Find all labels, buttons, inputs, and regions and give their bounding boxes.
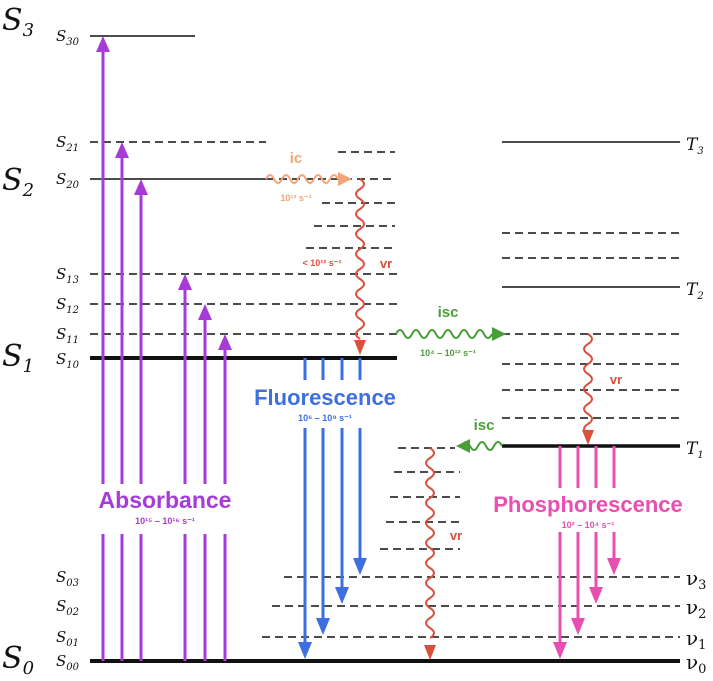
level-label-s30: S30 [56,27,80,48]
level-label-s13: S13 [56,265,79,286]
state-label-s1: S1 [2,339,34,377]
isc2-arrow: isc [456,417,503,453]
ic-label: ic [290,150,303,167]
absorbance-arrowhead [198,304,212,320]
fluorescence-arrowhead [298,642,312,659]
absorbance-arrowhead [96,36,110,52]
phosphorescence-arrowhead [589,587,603,604]
fluorescence-label-bg [250,380,402,428]
vr-t-wave [583,333,593,435]
level-label-t1: T1 [686,439,704,461]
ic-wave [265,174,339,184]
level-labels: S30 S21 S20 S13 S12 S11 S10 S03 S02 S01 … [56,27,706,677]
level-label-s11: S11 [56,325,79,346]
phosphorescence-arrowhead [607,558,621,575]
phosphorescence-label-bg [472,488,704,532]
level-label-v1: ν1 [686,626,706,653]
level-label-s10: S10 [56,350,80,371]
vr-s2-rate: < 10¹² s⁻¹ [302,258,341,268]
vr-t-arrowhead [582,430,594,445]
level-label-t3: T3 [686,135,704,157]
absorbance-arrowhead [115,142,129,158]
level-label-s00: S00 [56,652,80,673]
level-label-s01: S01 [56,628,79,649]
isc1-label: isc [438,304,459,321]
absorbance-arrowhead [134,179,148,195]
state-label-s3: S3 [2,3,34,41]
absorbance-arrowhead [218,334,232,350]
absorbance-label-bg [82,484,250,534]
state-labels: S3 S2 S1 S0 [2,3,34,679]
level-label-v3: ν3 [686,566,706,593]
phosphorescence-arrowhead [571,618,585,635]
vr-t-label: vr [610,372,622,387]
isc2-arrowhead [456,439,470,453]
absorbance-label: Absorbance [99,487,232,513]
isc1-arrow: isc 10⁴ – 10¹² s⁻¹ [395,304,506,358]
phosphorescence-rate: 10² – 10⁴ s⁻¹ [562,520,615,530]
state-label-s0: S0 [2,641,34,679]
phosphorescence-arrowhead [553,642,567,659]
vr-s0-label: vr [450,528,462,543]
vr-t-arrow: vr [582,333,622,445]
ic-arrowhead [338,172,352,186]
isc1-wave [395,329,493,339]
level-label-s12: S12 [56,295,79,316]
level-label-s21: S21 [56,133,79,154]
level-label-s02: S02 [56,597,79,618]
fluorescence-arrowhead [335,587,349,604]
phosphorescence-arrows [553,446,621,659]
vr-s2-arrow: vr < 10¹² s⁻¹ [302,178,392,355]
vr-s0-wave [425,447,435,639]
fluorescence-rate: 10⁶ – 10⁹ s⁻¹ [298,413,352,423]
level-label-v0: ν0 [686,650,706,677]
isc1-rate: 10⁴ – 10¹² s⁻¹ [420,348,476,358]
fluorescence-arrowhead [316,618,330,635]
energy-levels [90,35,680,663]
level-label-s20: S20 [56,170,80,191]
state-label-s2: S2 [2,163,34,201]
vr-s2-wave [355,178,365,340]
level-label-v2: ν2 [686,595,706,622]
level-label-t2: T2 [686,280,704,302]
ic-arrow: ic 10¹² s⁻¹ [265,150,352,203]
vr-s2-label: vr [380,256,392,271]
vr-s0-arrow: vr [424,447,462,660]
absorbance-arrows [96,36,232,661]
vr-s2-arrowhead [354,340,366,355]
phosphorescence-label: Phosphorescence [493,492,683,517]
vr-s0-arrowhead [424,645,436,660]
ic-rate: 10¹² s⁻¹ [280,193,311,203]
isc2-label: isc [474,417,495,434]
fluorescence-label: Fluorescence [254,385,396,410]
absorbance-arrowhead [178,274,192,290]
isc1-arrowhead [492,327,506,341]
fluorescence-arrowhead [353,558,367,575]
level-label-s03: S03 [56,568,79,589]
absorbance-rate: 10¹⁵ – 10¹⁶ s⁻¹ [135,516,195,526]
